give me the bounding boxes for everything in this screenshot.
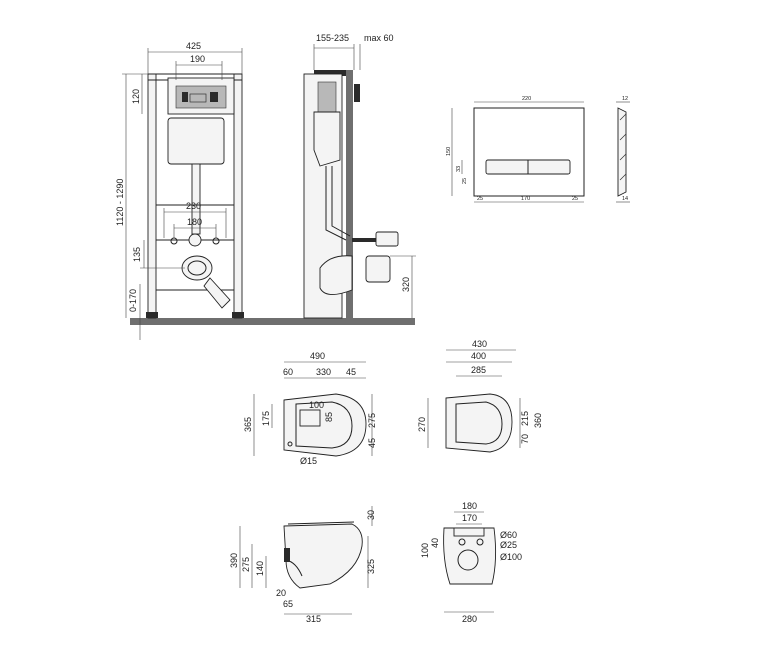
dim-max: max 60 xyxy=(364,33,394,43)
dim-outlet-height-top: 85 xyxy=(324,412,334,422)
dim-back-width-bottom: 280 xyxy=(462,614,477,624)
dim-back-100: 100 xyxy=(420,543,430,558)
dim-frame-width: 425 xyxy=(186,41,201,51)
flush-plate-view: 220 150 33 25 25 170 25 12 14 xyxy=(446,96,630,203)
dim-bowl-seg-c: 45 xyxy=(346,367,356,377)
dim-panel-width: 190 xyxy=(190,54,205,64)
dim-margin-left: 25 xyxy=(477,196,483,202)
dim-hole-dia: Ø15 xyxy=(300,456,317,466)
dim-outlet-width: 100 xyxy=(309,400,324,410)
dim-button-h2: 25 xyxy=(462,178,468,184)
dim-outlet-center: 140 xyxy=(255,561,265,576)
dim-leg-adjust: 0-170 xyxy=(128,289,138,312)
dim-bolt-inner: 180 xyxy=(187,217,202,227)
dim-hinge-offset: 70 xyxy=(520,434,530,444)
dim-top-height: 120 xyxy=(131,89,141,104)
dim-foot: 20 xyxy=(276,588,286,598)
dim-bowl-gap: 45 xyxy=(367,438,377,448)
dim-plate-thickness: 14 xyxy=(622,196,628,202)
dim-back-40: 40 xyxy=(430,538,440,548)
dim-frame-depth: 155-235 xyxy=(316,33,349,43)
dim-seat-width-a: 215 xyxy=(520,411,530,426)
dim-margin-right: 25 xyxy=(572,196,578,202)
dim-bowl-side-length: 315 xyxy=(306,614,321,624)
dim-back-width-inner: 170 xyxy=(462,513,477,523)
frame-front-view: 425 190 120 1120 - 1290 230 180 135 0-17… xyxy=(115,41,410,340)
dim-back-width-top: 180 xyxy=(462,501,477,511)
bowl-back-view: 180 170 Ø60 Ø25 Ø100 100 40 280 xyxy=(420,501,522,624)
dim-seat-length: 430 xyxy=(472,339,487,349)
dim-bowl-seg-a: 60 xyxy=(283,367,293,377)
dim-frame-height: 1120 - 1290 xyxy=(115,179,125,226)
frame-side-view: 155-235 max 60 320 xyxy=(245,33,416,325)
dim-outlet-depth: 65 xyxy=(283,599,293,609)
dim-button-width: 170 xyxy=(521,196,530,202)
dim-hinge-span: 285 xyxy=(471,365,486,375)
dim-plate-height: 150 xyxy=(446,147,452,156)
dim-side-outlet-height: 320 xyxy=(401,277,411,292)
bowl-side-view: 30 390 275 140 325 20 65 315 xyxy=(229,506,376,624)
dim-bowl-length: 490 xyxy=(310,351,325,361)
dim-seat-inner: 400 xyxy=(471,351,486,361)
dim-dia-large: Ø60 xyxy=(500,530,517,540)
dim-button-h1: 33 xyxy=(456,166,462,172)
dim-seat-thickness: 30 xyxy=(366,510,376,520)
seat-top-view: 430 400 285 270 215 360 70 xyxy=(417,339,543,453)
dim-plate-width: 220 xyxy=(522,96,531,102)
dim-bowl-mid: 275 xyxy=(241,557,251,572)
dim-bolt-outer: 230 xyxy=(186,201,201,211)
dim-bowl-half: 175 xyxy=(261,411,271,426)
dim-seat-width-b: 360 xyxy=(533,413,543,428)
dim-bowl-right: 275 xyxy=(367,413,377,428)
dim-bowl-height: 390 xyxy=(229,553,239,568)
dim-dia-outlet: Ø100 xyxy=(500,552,522,562)
dim-dia-small: Ø25 xyxy=(500,540,517,550)
dim-seat-width-left: 270 xyxy=(417,417,427,432)
dim-bowl-seg-b: 330 xyxy=(316,367,331,377)
dim-bowl-right-height: 325 xyxy=(366,559,376,574)
dim-bowl-width: 365 xyxy=(243,417,253,432)
dim-plate-depth: 12 xyxy=(622,96,628,102)
dim-outlet-height: 135 xyxy=(132,247,142,262)
bowl-top-view: 490 60 330 45 365 175 100 85 275 45 Ø15 xyxy=(243,351,377,466)
